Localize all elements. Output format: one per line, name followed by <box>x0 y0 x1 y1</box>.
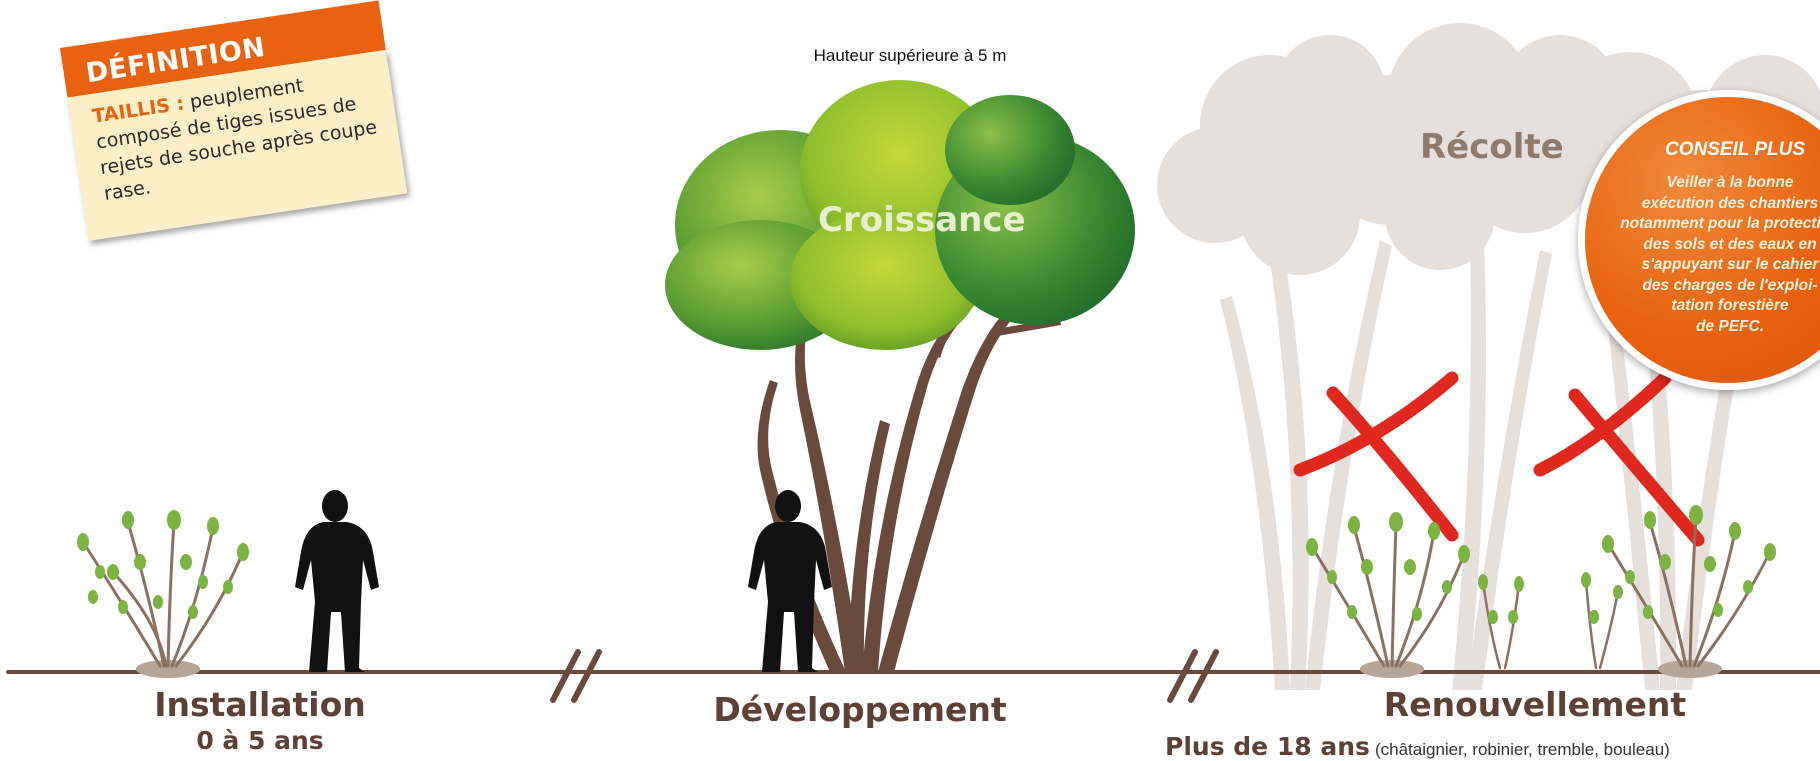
phase-renewal-subtitle: Plus de 18 ans (châtaignier, robinier, t… <box>1165 732 1820 761</box>
sprout-shrub-renewal-mid <box>1581 572 1623 670</box>
harvest-label: Récolte <box>1420 127 1564 167</box>
advice-badge: CONSEIL PLUS Veiller à la bonne exécutio… <box>1578 90 1820 390</box>
advice-text: Veiller à la bonne exécution des chantie… <box>1620 174 1820 335</box>
growth-label: Croissance <box>818 200 1026 240</box>
advice-title: CONSEIL PLUS <box>1664 139 1806 160</box>
person-silhouette-left <box>295 490 379 672</box>
cut-cross-left <box>1293 371 1459 542</box>
phase-renewal-species: (châtaignier, robinier, tremble, bouleau… <box>1374 740 1670 759</box>
phase-installation-age: 0 à 5 ans <box>196 726 324 755</box>
height-note: Hauteur supérieure à 5 m <box>813 46 1007 65</box>
developing-coppice-tree <box>665 80 1135 672</box>
time-break-mark-1 <box>550 649 602 703</box>
sprout-shrub-renewal-left <box>1306 512 1470 678</box>
tree-crown <box>665 80 1135 350</box>
sprout-shrub-installation <box>77 510 249 678</box>
phase-renewal-title: Renouvellement <box>1383 685 1687 724</box>
phase-installation-title: Installation <box>154 685 366 724</box>
sprout-shrub-renewal-small <box>1478 574 1524 670</box>
faded-tree-left <box>1157 35 1465 690</box>
phase-renewal-age: Plus de 18 ans <box>1165 732 1370 761</box>
phase-development-title: Développement <box>713 690 1007 729</box>
person-silhouette-middle <box>748 490 832 672</box>
time-break-mark-2 <box>1167 649 1219 703</box>
sprout-shrub-renewal-right <box>1602 505 1776 678</box>
cut-cross-right <box>1533 371 1705 547</box>
